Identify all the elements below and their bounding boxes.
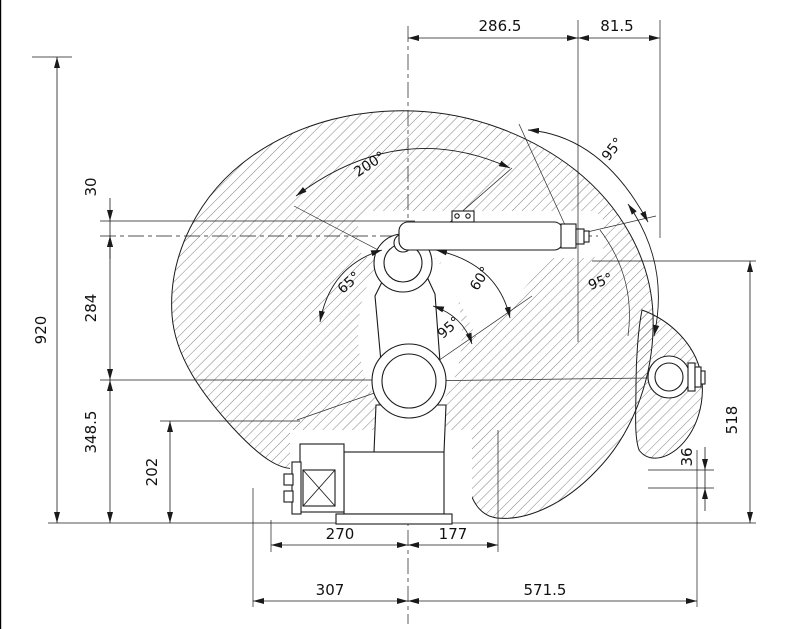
robot-shoulder-joint-inner — [381, 353, 437, 409]
robot-manipulator — [283, 210, 706, 525]
wrist-alternate-position-inner — [654, 362, 684, 392]
dim-label-307: 307 — [316, 581, 345, 599]
robot-tab-bolt-left — [454, 213, 460, 219]
dim-label-81: 81.5 — [600, 17, 633, 35]
robot-connector-pin-bottom — [283, 490, 294, 503]
dim-label-920: 920 — [32, 316, 50, 345]
dim-label-286: 286.5 — [479, 17, 522, 35]
arc-right-companion — [599, 229, 630, 337]
angle-label-95-top: 95° — [599, 135, 627, 164]
robot-connector-pin-top — [283, 473, 294, 486]
arc-65-deg — [318, 249, 383, 323]
robot-tab-bolt-right — [465, 213, 471, 219]
arc-200-deg — [295, 148, 511, 197]
wrist-alternate-flange-1 — [687, 362, 696, 392]
motion-arcs — [295, 127, 660, 345]
arc-95-deg-mid — [432, 305, 473, 345]
alternate-pose-line — [408, 377, 649, 382]
arc-95-deg-wrist-top — [527, 127, 649, 223]
dim-label-30: 30 — [82, 177, 100, 196]
robot-base-body — [343, 451, 445, 515]
robot-arm-top-tab — [451, 210, 475, 223]
dim-label-202: 202 — [143, 458, 161, 487]
robot-base-plate — [335, 513, 453, 525]
dim-label-571: 571.5 — [524, 581, 567, 599]
robot-wrist-tip — [583, 230, 590, 243]
wrist-alternate-flange-3 — [700, 370, 706, 385]
dim-label-284: 284 — [82, 294, 100, 323]
dimension-lines — [54, 35, 753, 604]
dim-label-36: 36 — [678, 447, 696, 466]
angle-label-95-right: 95° — [586, 270, 615, 294]
robot-upper-arm — [398, 221, 564, 251]
dim-label-270: 270 — [326, 525, 355, 543]
wrist-alternate-flange-2 — [694, 366, 702, 388]
robot-wrist-flange — [575, 228, 585, 245]
arc-95-deg-right — [627, 203, 660, 337]
dim-label-518: 518 — [723, 406, 741, 435]
robot-wrist-body — [560, 223, 577, 249]
extension-lines — [32, 20, 756, 607]
dim-label-348: 348.5 — [82, 411, 100, 454]
dim-label-177: 177 — [439, 525, 468, 543]
robot-connector-flange — [291, 461, 302, 515]
dimension-labels: 286.5 81.5 920 30 284 348.5 202 270 177 … — [32, 17, 741, 599]
arc-60-deg — [435, 249, 511, 319]
connector-cross-line-2 — [302, 469, 336, 507]
